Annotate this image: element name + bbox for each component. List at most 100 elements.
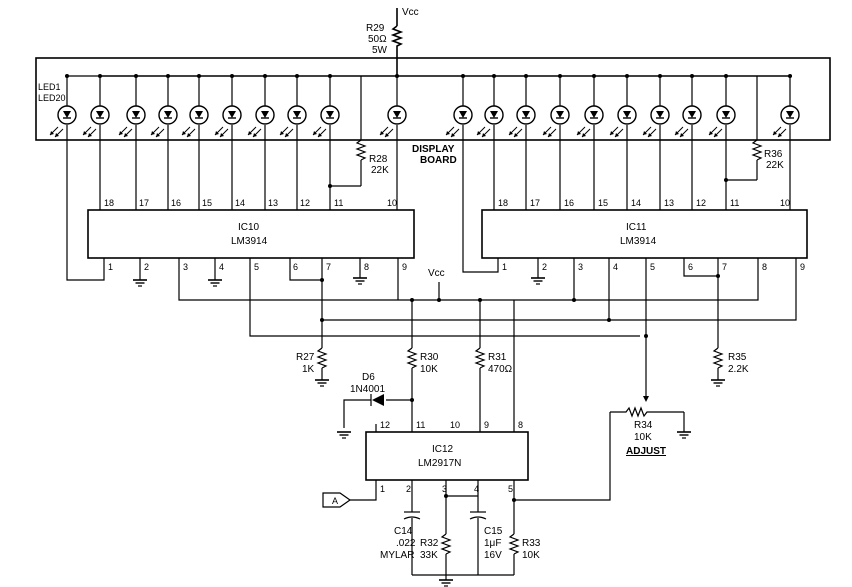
led-junction-dot <box>197 74 201 78</box>
ic10-bottom-pin-1: 1 <box>108 262 113 272</box>
display-board-outline <box>35 57 831 141</box>
r35-value: 2.2K <box>728 364 749 375</box>
ic11-top-pin-12: 12 <box>696 198 706 208</box>
led-13 <box>508 105 536 138</box>
ic12-bottom-pin-3: 3 <box>442 484 447 494</box>
r29-name: R29 <box>366 23 385 34</box>
ic10-bottom-pin-4: 4 <box>219 262 224 272</box>
r34-note: ADJUST <box>626 446 666 457</box>
c14-name: C14 <box>394 526 413 537</box>
ic11-bottom-wiring <box>320 258 797 398</box>
led-19 <box>708 105 736 138</box>
led-6 <box>214 105 242 138</box>
ic11-part: LM3914 <box>620 236 657 247</box>
led-18 <box>674 105 702 138</box>
r32-name: R32 <box>420 538 439 549</box>
ic11-bottom-pin-4: 4 <box>613 262 618 272</box>
led-17 <box>642 105 670 138</box>
ic10-top-pin-16: 16 <box>171 198 181 208</box>
input-label: A <box>332 496 338 506</box>
r34-value: 10K <box>634 432 652 443</box>
r30-name: R30 <box>420 352 439 363</box>
ic11-bottom-pin-1: 1 <box>502 262 507 272</box>
led-junction-dot <box>658 74 662 78</box>
ic12-top-pin-10: 10 <box>450 420 460 430</box>
r27-value: 1K <box>302 364 315 375</box>
r36-value: 22K <box>766 160 784 171</box>
r30-resistor <box>406 298 418 432</box>
ic10-name: IC10 <box>238 222 260 233</box>
ic10-top-pin-10: 10 <box>387 198 397 208</box>
r36-resistor <box>724 76 763 182</box>
ic10-bottom-pin-6: 6 <box>293 262 298 272</box>
ic10-bottom-pin-9: 9 <box>402 262 407 272</box>
led-7 <box>247 105 275 138</box>
d6-part: 1N4001 <box>350 384 385 395</box>
ic11-top-pin-14: 14 <box>631 198 641 208</box>
r28-resistor <box>328 76 367 188</box>
led-9 <box>312 105 340 138</box>
r28-value: 22K <box>371 165 389 176</box>
ic11-top-pin-13: 13 <box>664 198 674 208</box>
r34-name: R34 <box>634 420 653 431</box>
vcc-mid-label: Vcc <box>428 268 445 279</box>
r33-name: R33 <box>522 538 541 549</box>
led-junction-dot <box>690 74 694 78</box>
ic11-bottom-pin-2: 2 <box>542 262 547 272</box>
r31-resistor <box>474 298 486 432</box>
ic10-bottom-pin-7: 7 <box>326 262 331 272</box>
r31-name: R31 <box>488 352 507 363</box>
led-junction-dot <box>295 74 299 78</box>
r29-power: 5W <box>372 45 388 56</box>
ic11-bottom-pin-9: 9 <box>800 262 805 272</box>
d6-name: D6 <box>362 372 375 383</box>
board-label: BOARD <box>420 155 457 166</box>
d6-diode <box>336 394 414 439</box>
ic11-top-pin-18: 18 <box>498 198 508 208</box>
c14-value: .022 <box>396 538 416 549</box>
ic10-chip <box>87 209 415 259</box>
led-15 <box>576 105 604 138</box>
ic10-bottom-pin-2: 2 <box>144 262 149 272</box>
ic12-name: IC12 <box>432 444 454 455</box>
ic10-bottom-pin-3: 3 <box>183 262 188 272</box>
led-4 <box>150 105 178 138</box>
led-junction-dot <box>134 74 138 78</box>
ic12-top-pin-9: 9 <box>484 420 489 430</box>
led-3 <box>118 105 146 138</box>
ic12-part: LM2917N <box>418 458 461 469</box>
led-junction-dot <box>166 74 170 78</box>
ic10-top-pin-17: 17 <box>139 198 149 208</box>
ic11-bottom-pin-3: 3 <box>578 262 583 272</box>
ic11-top-pin-15: 15 <box>598 198 608 208</box>
r36-name: R36 <box>764 149 783 160</box>
led-junction-dot <box>461 74 465 78</box>
ic10-bottom-wiring <box>132 258 640 348</box>
led-junction-dot <box>492 74 496 78</box>
led-junction-dot <box>592 74 596 78</box>
led-16 <box>609 105 637 138</box>
ic12-chip <box>365 431 529 481</box>
led-12 <box>476 105 504 138</box>
led-junction-dot <box>724 74 728 78</box>
ic10-top-pin-12: 12 <box>300 198 310 208</box>
ic11-top-pin-10: 10 <box>780 198 790 208</box>
led-2 <box>82 105 110 138</box>
led-junction-dot <box>788 74 792 78</box>
c15-name: C15 <box>484 526 503 537</box>
led-5 <box>181 105 209 138</box>
ic10-part: LM3914 <box>231 236 268 247</box>
r31-value: 470Ω <box>488 364 513 375</box>
ic11-top-pin-16: 16 <box>564 198 574 208</box>
ic11-bottom-pin-7: 7 <box>722 262 727 272</box>
c15-value: 1μF <box>484 538 501 549</box>
led-junction-dot <box>625 74 629 78</box>
led1-label: LED1 <box>38 82 61 92</box>
ic11-bottom-pin-8: 8 <box>762 262 767 272</box>
led-array <box>49 74 800 138</box>
r28-name: R28 <box>369 154 388 165</box>
c15-voltage: 16V <box>484 550 502 561</box>
led-junction-dot <box>558 74 562 78</box>
